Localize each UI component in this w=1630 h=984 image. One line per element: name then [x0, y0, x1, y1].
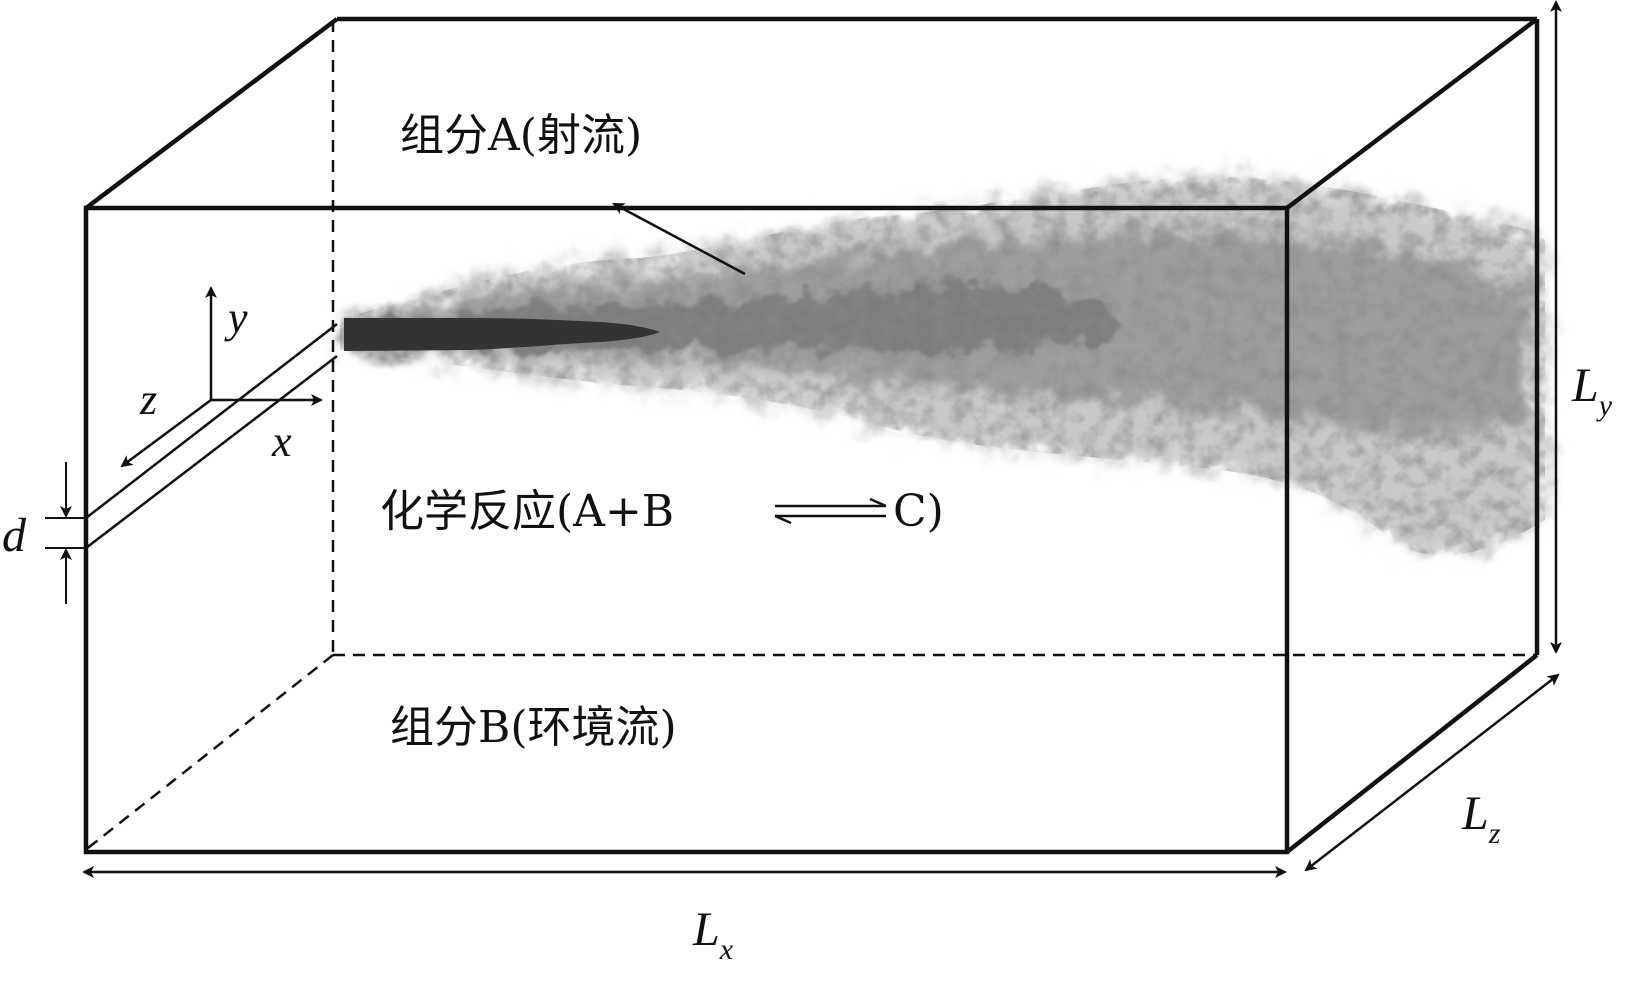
- lz-main: L: [1462, 787, 1489, 840]
- ly-sub: y: [1598, 389, 1613, 422]
- lx-sub: x: [719, 933, 734, 966]
- reaction-label-prefix: 化学反应(A+B: [380, 486, 675, 537]
- coordinate-axes: [120, 286, 323, 468]
- lx-main: L: [693, 903, 720, 956]
- lz-arrow: [1304, 673, 1560, 872]
- x-axis-label: x: [272, 417, 292, 466]
- reaction-label-suffix: C): [893, 486, 944, 537]
- ambient-label: 组分B(环境流): [390, 702, 677, 753]
- lx-label: Lx: [693, 903, 733, 965]
- y-axis-label: y: [228, 293, 248, 342]
- hidden-edges: [87, 20, 1536, 849]
- box-dimensions: [82, 0, 1562, 878]
- reversible-reaction-arrows: [774, 497, 887, 525]
- d-dimension: [45, 462, 86, 604]
- jet-core: [344, 318, 660, 351]
- jet-label: 组分A(射流): [400, 110, 643, 161]
- z-axis-label: z: [140, 375, 158, 424]
- jet-label-leader: [612, 202, 746, 276]
- jet-slot: [84, 323, 338, 549]
- ly-label: Ly: [1572, 359, 1612, 421]
- z-axis-arrow: [120, 398, 212, 468]
- ly-main: L: [1572, 359, 1599, 412]
- lz-sub: z: [1488, 817, 1501, 850]
- lz-label: Lz: [1462, 787, 1500, 849]
- d-label: d: [2, 509, 26, 562]
